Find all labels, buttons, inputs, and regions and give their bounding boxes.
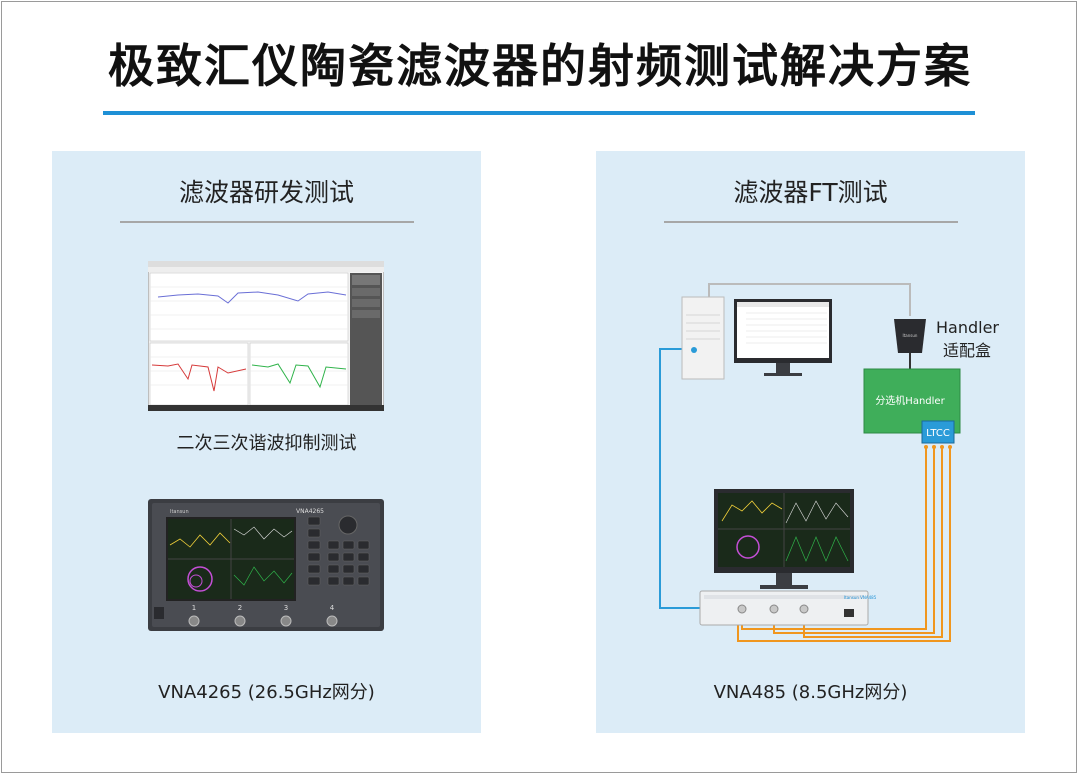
ltcc-label: LTCC: [926, 428, 950, 439]
rd-test-panel-divider: [120, 221, 414, 223]
svg-text:Itansun: Itansun: [170, 509, 189, 515]
ltcc-fixture: [921, 420, 955, 444]
svg-text:Itansun: Itansun: [903, 333, 918, 338]
harmonic-test-screenshot: [148, 261, 384, 411]
pc-to-vna-cable: [659, 348, 706, 609]
port-3-label: 3: [284, 604, 288, 612]
vna4265-model-label: VNA4265: [296, 508, 324, 515]
ft-test-panel-divider: [664, 221, 958, 223]
page-title: 极致汇仪陶瓷滤波器的射频测试解决方案: [108, 39, 972, 93]
pc-tower: [681, 296, 725, 380]
vna4265-caption: VNA4265 (26.5GHz网分): [158, 682, 375, 703]
handler-adapter-box: [894, 319, 926, 353]
title-underline: [103, 111, 975, 115]
vna4265-instrument: Itansun VNA4265 1 2 3 4: [148, 499, 384, 631]
pc-to-handler-box-cable: [708, 283, 911, 316]
handler-box-label-line2: 适配盒: [943, 341, 991, 360]
port-4-label: 4: [330, 604, 335, 612]
svg-text:Itansun VNA485: Itansun VNA485: [844, 595, 877, 600]
vna485-caption: VNA485 (8.5GHz网分): [713, 682, 908, 703]
rd-test-panel: 滤波器研发测试 二次三次谐波抑制测试 Itansun VNA4265: [52, 151, 481, 733]
handler-label: 分选机Handler: [875, 394, 945, 407]
trace-harmonic-2: [151, 363, 247, 392]
port-2-label: 2: [238, 604, 242, 612]
ft-test-setup-diagram: Itansun Handler 适配盒 分选机Handler LTCC Itan…: [659, 283, 999, 642]
port-1-label: 1: [192, 604, 196, 612]
vna485-instrument: [699, 590, 869, 626]
trace-s21: [157, 291, 347, 304]
rd-test-panel-title: 滤波器研发测试: [178, 178, 354, 207]
ft-test-panel: 滤波器FT测试 Itansun Handler: [596, 151, 1025, 733]
ft-test-panel-title: 滤波器FT测试: [733, 178, 888, 207]
trace-harmonic-3: [251, 363, 347, 389]
harmonic-test-caption: 二次三次谐波抑制测试: [176, 433, 357, 454]
handler-box-label-line1: Handler: [936, 318, 999, 337]
